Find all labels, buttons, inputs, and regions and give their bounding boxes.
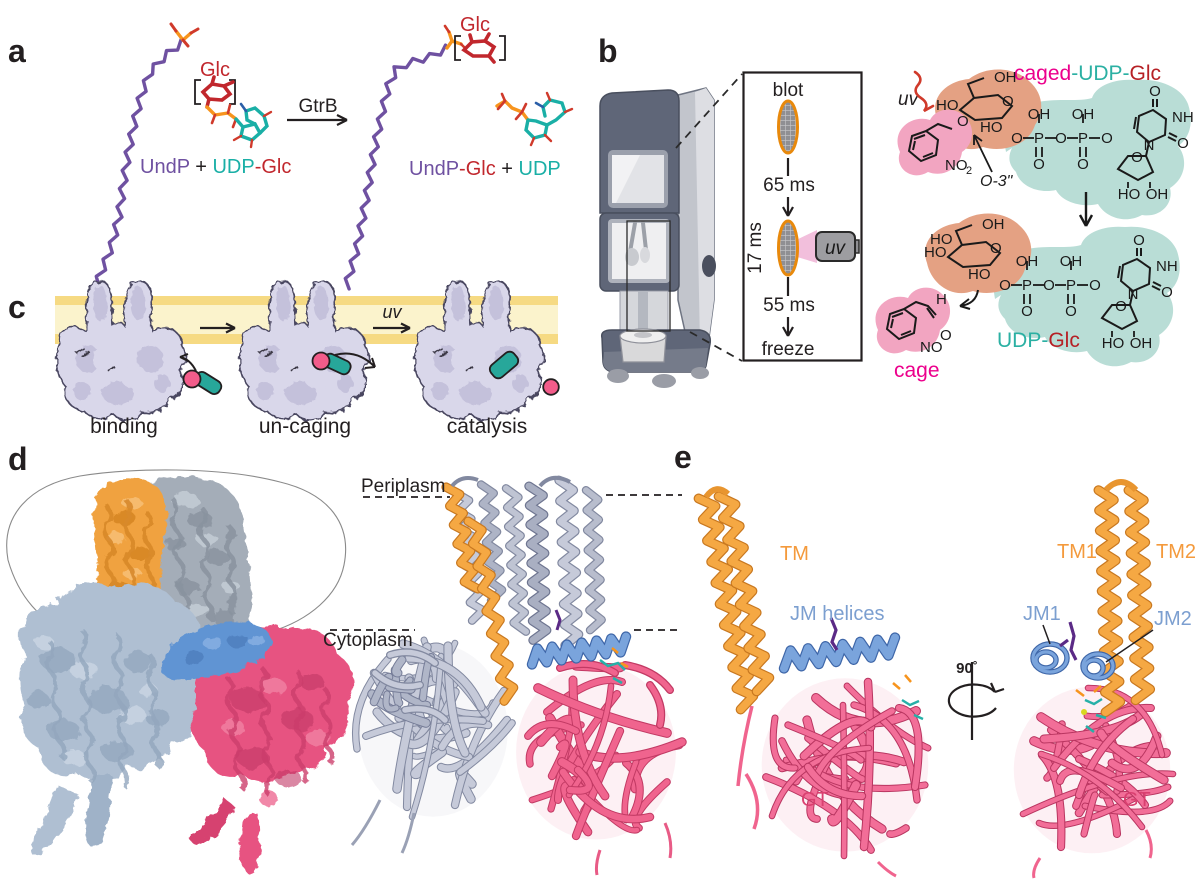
svg-text:HO: HO [968,266,991,283]
svg-text:TM: TM [780,543,809,565]
svg-text:17 ms: 17 ms [745,222,766,274]
svg-text:O: O [990,240,1002,257]
svg-text:GtrB: GtrB [298,96,337,117]
svg-text:O: O [1011,130,1023,147]
svg-text:O: O [1055,130,1067,147]
svg-text:caged-UDP-Glc: caged-UDP-Glc [1014,62,1161,85]
svg-text:NO: NO [945,157,968,174]
svg-text:P: P [1078,130,1088,147]
svg-text:uv: uv [825,238,847,259]
svg-text:catalysis: catalysis [447,415,528,438]
svg-text:O: O [1177,135,1189,152]
svg-text:O: O [999,277,1011,294]
svg-text:O: O [1149,83,1161,100]
svg-text:Periplasm: Periplasm [361,476,445,497]
svg-text:uv: uv [898,89,920,110]
svg-text:UndP-Glc + UDP: UndP-Glc + UDP [409,158,561,180]
svg-text:N: N [1128,286,1139,303]
svg-text:HO: HO [936,97,959,114]
svg-text:O: O [1002,93,1014,110]
svg-text:HO: HO [980,119,1003,136]
svg-text:O: O [1101,130,1113,147]
svg-text:OH: OH [1146,186,1169,203]
svg-text:d: d [8,441,28,477]
svg-text:O: O [1133,232,1145,249]
svg-text:un-caging: un-caging [259,415,351,438]
svg-text:UndP + UDP-Glc: UndP + UDP-Glc [140,156,291,178]
svg-text:cage: cage [894,359,940,382]
svg-text:55 ms: 55 ms [763,295,815,316]
svg-text:HO: HO [1102,335,1125,352]
svg-text:O: O [1033,156,1045,173]
svg-text:TM2: TM2 [1156,541,1196,563]
svg-text:P: P [1066,277,1076,294]
svg-text:JM1: JM1 [1023,603,1061,625]
svg-text:O: O [1043,277,1055,294]
svg-text:TM1: TM1 [1057,541,1097,563]
svg-text:OH: OH [1130,335,1153,352]
svg-text:O: O [1089,277,1101,294]
svg-text:P: P [1034,130,1044,147]
svg-text:90˚: 90˚ [956,660,978,677]
svg-text:O: O [1077,156,1089,173]
svg-text:O: O [1115,298,1127,315]
svg-text:GT: GT [1123,789,1151,811]
svg-text:Glc: Glc [460,14,490,36]
svg-text:HO: HO [1118,186,1141,203]
svg-text:GT: GT [801,789,829,811]
svg-text:HO: HO [930,231,953,248]
svg-text:65 ms: 65 ms [763,175,815,196]
svg-text:NH: NH [1172,109,1194,126]
svg-text:JM helices: JM helices [790,603,884,625]
svg-text:blot: blot [773,80,804,101]
svg-text:O: O [940,327,952,344]
svg-text:2: 2 [966,165,972,177]
svg-text:OH: OH [982,216,1005,233]
svg-text:binding: binding [90,415,158,438]
svg-text:JM2: JM2 [1154,608,1192,630]
svg-text:O: O [1065,303,1077,320]
svg-text:O: O [1161,284,1173,301]
svg-text:Cytoplasm: Cytoplasm [323,630,413,651]
svg-text:b: b [598,33,618,69]
svg-text:c: c [8,289,26,325]
svg-text:HO: HO [924,244,947,261]
svg-text:a: a [8,33,26,69]
svg-text:NO: NO [920,339,943,356]
svg-text:O: O [1021,303,1033,320]
svg-text:N: N [1144,137,1155,154]
svg-text:O: O [1131,149,1143,166]
svg-text:NH: NH [1156,258,1178,275]
svg-text:P: P [1022,277,1032,294]
svg-text:H: H [936,291,947,308]
svg-text:uv: uv [382,302,402,322]
svg-text:e: e [674,439,692,475]
svg-text:OH: OH [994,69,1017,86]
svg-text:O-3": O-3" [980,173,1014,190]
svg-text:freeze: freeze [762,339,815,360]
svg-text:Glc: Glc [200,59,230,81]
svg-text:UDP-Glc: UDP-Glc [997,329,1080,352]
svg-text:O: O [957,113,969,130]
